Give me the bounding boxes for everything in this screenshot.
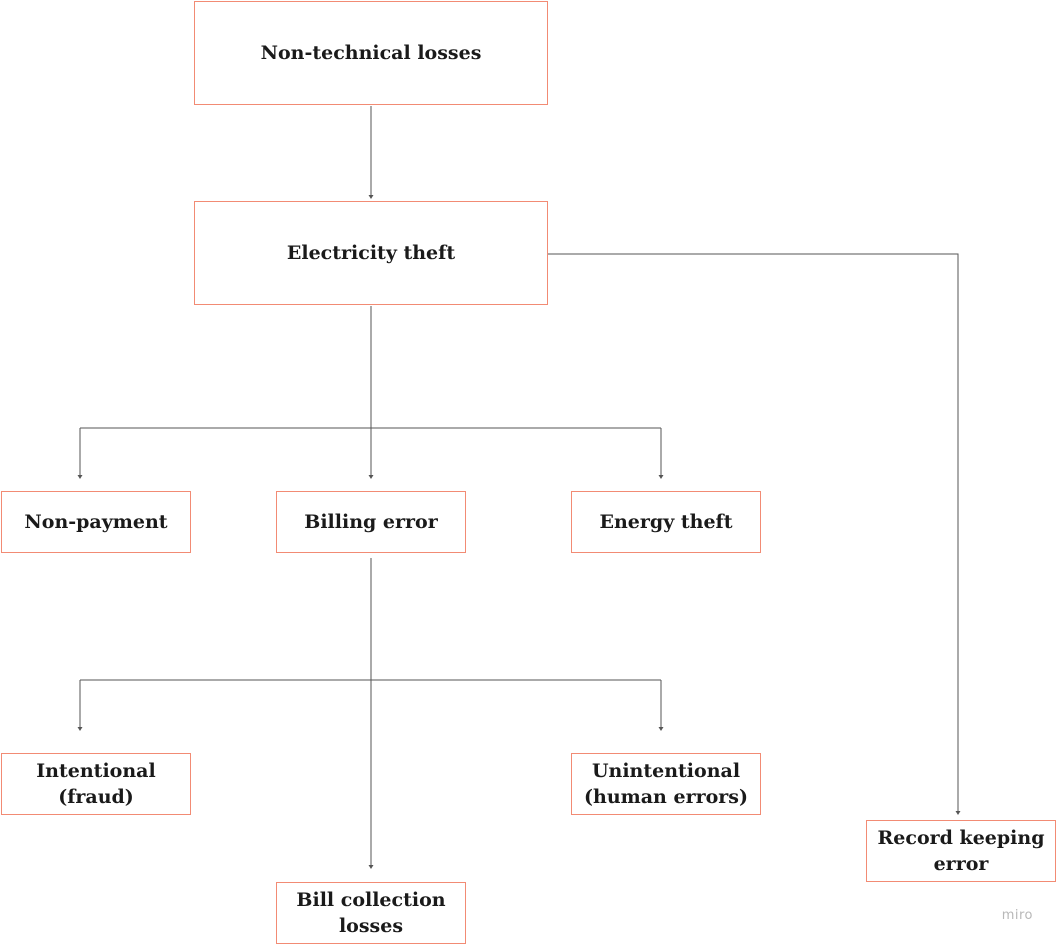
arrowhead-non-payment [77, 475, 83, 479]
node-label: Electricity theft [286, 242, 456, 264]
node-label: Non-technical losses [260, 42, 482, 64]
node-record-keeping-error[interactable]: Record keeping error [866, 820, 1056, 882]
connector-electricity-theft-to-level2 [79, 306, 662, 476]
arrowhead-billing-error [368, 475, 374, 479]
node-intentional[interactable]: Intentional (fraud) [1, 753, 191, 815]
node-unintentional[interactable]: Unintentional (human errors) [571, 753, 761, 815]
arrowhead-record-keeping [955, 811, 961, 815]
node-electricity-theft[interactable]: Electricity theft [194, 201, 548, 305]
arrowhead-energy-theft [658, 475, 664, 479]
miro-watermark: miro [1001, 908, 1033, 923]
node-energy-theft[interactable]: Energy theft [571, 491, 761, 553]
arrowhead-unintentional [658, 727, 664, 731]
node-label: Energy theft [599, 511, 733, 533]
node-non-technical-losses[interactable]: Non-technical losses [194, 1, 548, 105]
node-non-payment[interactable]: Non-payment [1, 491, 191, 553]
arrowhead-intentional [77, 727, 83, 731]
node-label: Bill collection losses [296, 889, 446, 937]
node-label: Unintentional (human errors) [584, 760, 748, 808]
node-label: Billing error [304, 511, 438, 533]
arrowhead-electricity-theft [368, 195, 374, 199]
node-label: Record keeping error [877, 827, 1045, 875]
arrowhead-bill-collection [368, 865, 374, 869]
node-billing-error[interactable]: Billing error [276, 491, 466, 553]
node-label: Non-payment [24, 511, 168, 533]
node-label: Intentional (fraud) [36, 760, 156, 808]
connector-electricity-theft-to-record-keeping [548, 253, 959, 812]
node-bill-collection-losses[interactable]: Bill collection losses [276, 882, 466, 944]
connector-billing-error-to-level3 [79, 558, 662, 866]
